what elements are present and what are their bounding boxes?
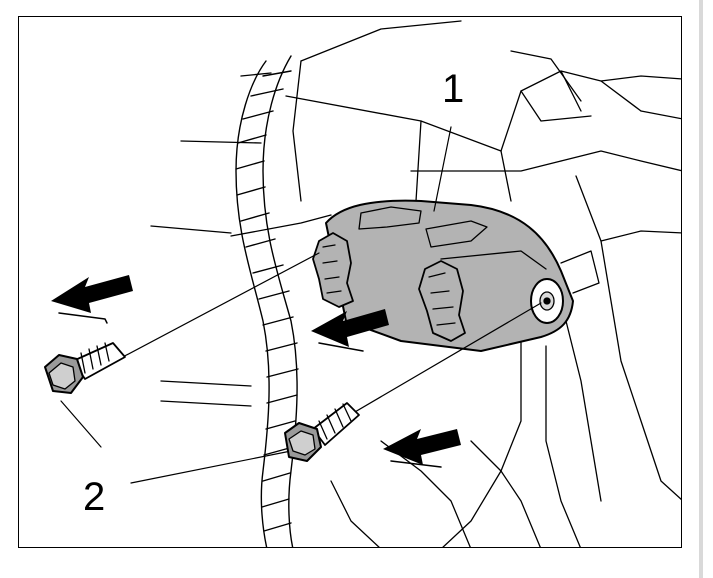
callout-1: 1 <box>442 67 465 111</box>
illustration-frame: 1 2 <box>18 16 682 548</box>
leader-lines <box>60 126 542 484</box>
bolt-right <box>284 402 360 462</box>
bolt-left <box>44 342 126 394</box>
technical-illustration <box>44 20 681 547</box>
arrow-shadow-line-3 <box>390 460 442 468</box>
arrow-shadow-line-2 <box>318 342 364 352</box>
arrow-icon <box>51 275 461 465</box>
callout-2: 2 <box>83 475 106 519</box>
wiring-harness <box>235 55 299 547</box>
arrow-shadow-line-1 <box>58 312 108 324</box>
page-edge-rule <box>699 0 703 578</box>
body-structure-lines <box>150 20 681 547</box>
control-module <box>312 199 600 352</box>
